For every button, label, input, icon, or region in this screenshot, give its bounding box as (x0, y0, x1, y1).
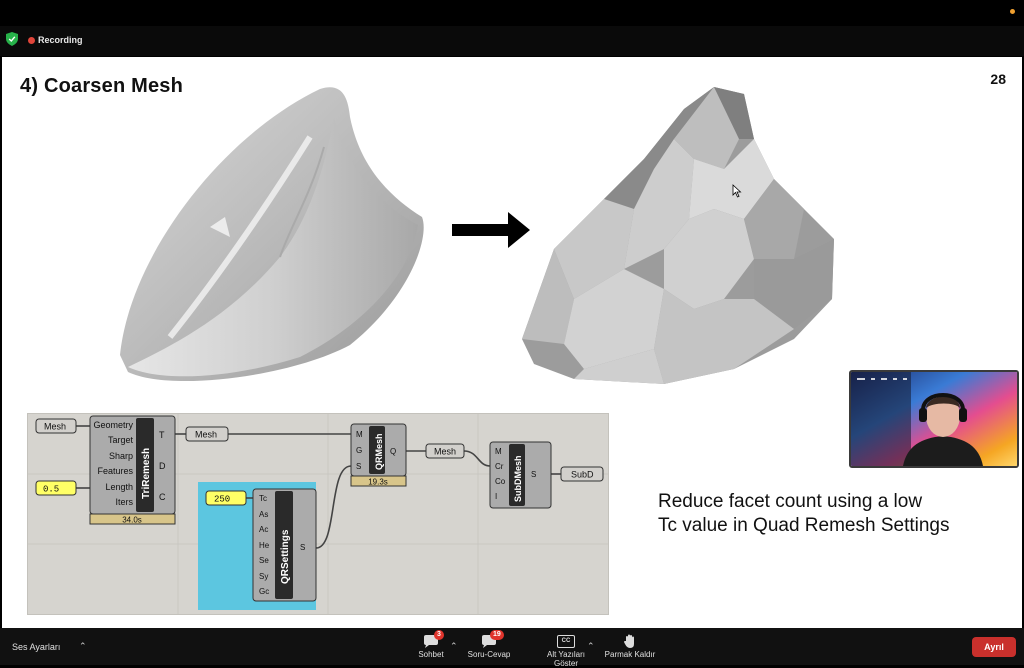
mesh-input-label: Mesh (44, 422, 66, 432)
coarse-mesh-image (522, 87, 834, 384)
tri-output-d: D (159, 461, 166, 471)
qrmesh-component[interactable]: QRMesh M G S Q 19.3s (350, 423, 407, 487)
number-slider-length[interactable] (35, 480, 77, 496)
mesh-mid-label: Mesh (195, 430, 217, 440)
caption-line-1: Reduce facet count using a low (658, 491, 923, 512)
chevron-up-icon[interactable]: ⌃ (587, 641, 595, 651)
qrs-input-sy: Sy (259, 572, 268, 581)
meeting-status-bar: Recording (0, 26, 1024, 56)
qa-button[interactable]: 19 Soru-Cevap (462, 630, 516, 659)
qrmesh-input-s: S (356, 462, 361, 471)
recording-label: Recording (38, 35, 83, 45)
qa-icon: 19 (480, 630, 504, 650)
subd-input-m: M (495, 447, 502, 456)
subd-input-i: I (495, 492, 497, 501)
triremesh-time: 34.0s (122, 516, 142, 525)
chat-icon: 3 (422, 630, 444, 650)
cc-icon: CC (557, 632, 575, 650)
hand-icon (623, 632, 637, 650)
shared-slide: 4) Coarsen Mesh 28 (2, 57, 1022, 628)
subd-input-co: Co (495, 477, 506, 486)
qrsettings-component[interactable]: QRSettings Tc As Ac He Se Sy Gc S (252, 488, 317, 602)
subdmesh-component[interactable]: SubDMesh M Cr Co I S (489, 441, 552, 509)
qrs-input-as: As (259, 510, 268, 519)
mouse-cursor-icon (732, 184, 742, 198)
grasshopper-canvas[interactable]: Mesh 0.5 TriRemesh Geometry Target Sharp… (27, 413, 609, 615)
qrmesh-output-q: Q (390, 447, 396, 456)
recording-dot-icon (28, 36, 35, 44)
tri-input-target: Target (108, 435, 134, 445)
subdmesh-title: SubDMesh (513, 455, 523, 502)
qrs-input-tc: Tc (259, 494, 267, 503)
qa-label: Soru-Cevap (467, 650, 511, 659)
mesh-out-param[interactable] (425, 443, 465, 459)
caption-line-2: Tc value in Quad Remesh Settings (658, 515, 950, 536)
mesh-input-param[interactable] (35, 418, 77, 434)
qrs-input-gc: Gc (259, 587, 269, 596)
qrmesh-time: 19.3s (368, 478, 388, 487)
chat-badge: 3 (434, 630, 444, 640)
raise-hand-button[interactable]: Parmak Kaldır (600, 632, 660, 659)
tri-input-features: Features (97, 466, 133, 476)
captions-button[interactable]: CC Alt Yazıları Göster (536, 632, 596, 668)
triremesh-title: TriRemesh (141, 448, 152, 499)
mesh-mid-param[interactable] (185, 426, 229, 442)
slide-caption: Reduce facet count using a low Tc value … (658, 490, 1008, 538)
notification-dot-icon (1010, 9, 1015, 14)
triremesh-component[interactable]: TriRemesh Geometry Target Sharp Features… (89, 415, 176, 525)
tri-output-t: T (159, 430, 165, 440)
number-slider-tc[interactable] (205, 490, 247, 506)
window-top-bar (0, 0, 1024, 26)
subd-input-cr: Cr (495, 462, 504, 471)
hand-label: Parmak Kaldır (604, 650, 656, 659)
qrmesh-input-m: M (356, 430, 363, 439)
subd-out-label: SubD (571, 470, 594, 480)
tri-input-geometry: Geometry (93, 420, 133, 430)
qrmesh-input-g: G (356, 446, 362, 455)
cc-icon-text: CC (557, 635, 575, 648)
chat-button[interactable]: 3 Sohbet (412, 630, 450, 659)
qrs-output-s: S (300, 543, 305, 552)
mesh-out-label: Mesh (434, 447, 456, 457)
leave-button[interactable]: Ayrıl (972, 637, 1016, 657)
slide-page-number: 28 (990, 71, 1006, 87)
slide-title: 4) Coarsen Mesh (20, 75, 184, 97)
meeting-toolbar: Ses Ayarları ⌃ 3 Sohbet ⌃ 19 Soru-Cevap … (0, 628, 1024, 668)
qrs-input-he: He (259, 541, 270, 550)
shield-check-icon[interactable] (6, 32, 18, 46)
tri-input-sharp: Sharp (109, 451, 133, 461)
recording-indicator[interactable]: Recording (28, 32, 83, 48)
tri-input-iters: Iters (115, 497, 133, 507)
chevron-up-icon[interactable]: ⌃ (450, 641, 458, 651)
chat-label: Sohbet (418, 650, 444, 659)
subd-output-s: S (531, 470, 536, 479)
slider-value: 0.5 (43, 485, 59, 495)
tri-input-length: Length (105, 482, 133, 492)
chevron-up-icon[interactable]: ⌃ (79, 641, 87, 651)
qrsettings-title: QRSettings (280, 529, 291, 584)
qrs-input-se: Se (259, 556, 269, 565)
qrmesh-title: QRMesh (374, 433, 384, 470)
subd-out-param[interactable] (560, 466, 604, 482)
qrs-input-ac: Ac (259, 525, 268, 534)
tri-output-c: C (159, 492, 166, 502)
webcam-thumbnail[interactable] (849, 370, 1019, 468)
qa-badge: 19 (490, 630, 504, 640)
tc-value: 250 (214, 495, 230, 505)
cc-label: Alt Yazıları Göster (547, 650, 585, 668)
dense-mesh-image (120, 87, 424, 382)
audio-settings-button[interactable]: Ses Ayarları (12, 642, 61, 652)
right-arrow-icon (452, 212, 530, 248)
